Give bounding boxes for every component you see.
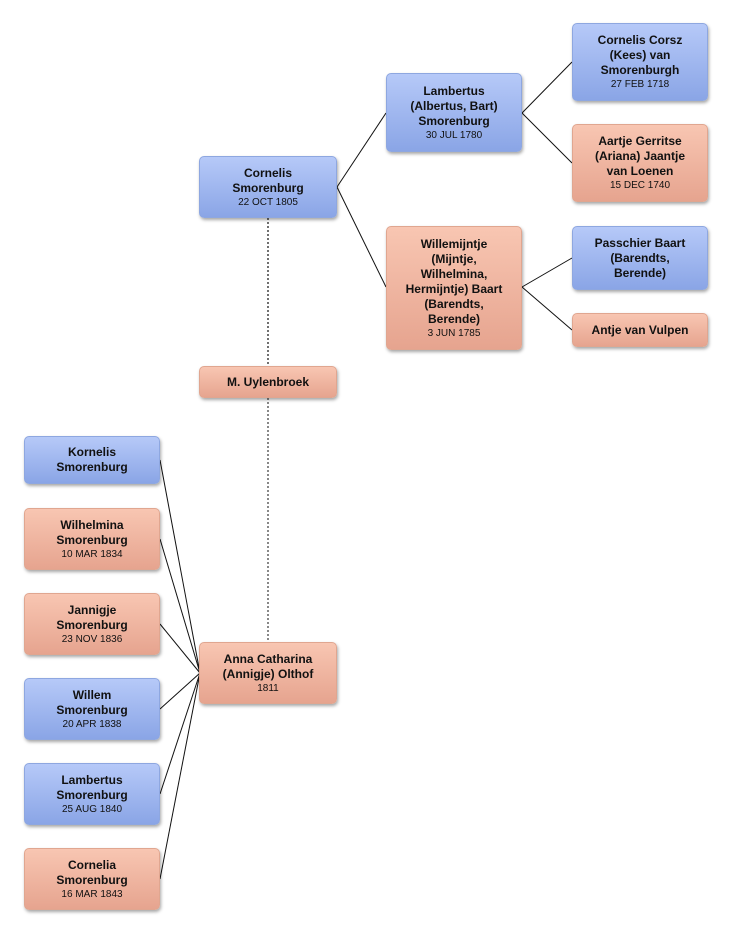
- person-name: Lambertus Smorenburg: [56, 772, 128, 802]
- link-willemijntje-passchier: [521, 257, 573, 288]
- link-lambertus-cornelis-corsz: [521, 61, 573, 114]
- person-card-passchier-baart[interactable]: Passchier Baart (Barendts, Berende): [572, 226, 708, 290]
- person-name: Willemijntje (Mijntje, Wilhelmina, Hermi…: [405, 236, 503, 326]
- link-anna-willem: [159, 672, 201, 710]
- person-name: Kornelis Smorenburg: [56, 445, 128, 474]
- person-card-anna-catharina-olthof[interactable]: Anna Catharina (Annigje) Olthof 1811: [199, 642, 337, 704]
- person-name: Lambertus (Albertus, Bart) Smorenburg: [410, 83, 498, 128]
- person-name: Cornelis Corsz (Kees) van Smorenburgh: [597, 33, 683, 77]
- person-card-kornelis-smorenburg[interactable]: Kornelis Smorenburg: [24, 436, 160, 484]
- person-date: 20 APR 1838: [62, 718, 122, 730]
- person-date: 16 MAR 1843: [61, 888, 123, 900]
- link-anna-kornelis: [159, 459, 201, 674]
- link-willemijntje-antje: [521, 286, 573, 331]
- person-name: Cornelis Smorenburg: [232, 165, 304, 195]
- link-anna-lambertus: [159, 672, 201, 795]
- person-card-cornelis-corsz-van-smorenburgh[interactable]: Cornelis Corsz (Kees) van Smorenburgh 27…: [572, 23, 708, 101]
- person-card-willem-smorenburg[interactable]: Willem Smorenburg 20 APR 1838: [24, 678, 160, 740]
- person-card-lambertus-smorenburg-child[interactable]: Lambertus Smorenburg 25 AUG 1840: [24, 763, 160, 825]
- person-card-cornelis-smorenburg[interactable]: Cornelis Smorenburg 22 OCT 1805: [199, 156, 337, 218]
- person-date: 27 FEB 1718: [610, 79, 670, 90]
- person-name: Antje van Vulpen: [591, 322, 689, 337]
- person-date: 30 JUL 1780: [425, 129, 483, 141]
- person-date: 15 DEC 1740: [609, 180, 671, 191]
- person-name: Aartje Gerritse (Ariana) Jaantje van Loe…: [594, 134, 686, 178]
- person-date: 22 OCT 1805: [238, 196, 298, 208]
- person-date: 3 JUN 1785: [427, 327, 481, 339]
- person-name: Willem Smorenburg: [56, 687, 128, 717]
- person-card-aartje-gerritse-van-loenen[interactable]: Aartje Gerritse (Ariana) Jaantje van Loe…: [572, 124, 708, 202]
- person-name: Anna Catharina (Annigje) Olthof: [222, 651, 314, 681]
- person-name: Passchier Baart (Barendts, Berende): [594, 235, 686, 280]
- person-name: Jannigje Smorenburg: [56, 602, 128, 632]
- person-card-lambertus-smorenburg-father[interactable]: Lambertus (Albertus, Bart) Smorenburg 30…: [386, 73, 522, 152]
- person-name: Wilhelmina Smorenburg: [56, 517, 128, 547]
- link-cornelis-willemijntje: [336, 186, 387, 288]
- person-name: Cornelia Smorenburg: [56, 857, 128, 887]
- person-card-cornelia-smorenburg[interactable]: Cornelia Smorenburg 16 MAR 1843: [24, 848, 160, 910]
- person-card-antje-van-vulpen[interactable]: Antje van Vulpen: [572, 313, 708, 347]
- link-anna-cornelia: [159, 672, 201, 880]
- person-card-jannigje-smorenburg[interactable]: Jannigje Smorenburg 23 NOV 1836: [24, 593, 160, 655]
- link-anna-jannigje: [159, 623, 201, 674]
- link-anna-wilhelmina: [159, 538, 201, 674]
- person-date: 1811: [257, 682, 279, 694]
- link-cornelis-lambertus: [336, 112, 387, 188]
- link-lambertus-aartje: [521, 112, 573, 164]
- person-name: M. Uylenbroek: [226, 374, 310, 389]
- person-date: 23 NOV 1836: [61, 633, 123, 645]
- person-card-wilhelmina-smorenburg[interactable]: Wilhelmina Smorenburg 10 MAR 1834: [24, 508, 160, 570]
- person-card-m-uylenbroek[interactable]: M. Uylenbroek: [199, 366, 337, 398]
- person-date: 10 MAR 1834: [61, 548, 123, 560]
- person-card-willemijntje-baart[interactable]: Willemijntje (Mijntje, Wilhelmina, Hermi…: [386, 226, 522, 350]
- person-date: 25 AUG 1840: [61, 803, 123, 815]
